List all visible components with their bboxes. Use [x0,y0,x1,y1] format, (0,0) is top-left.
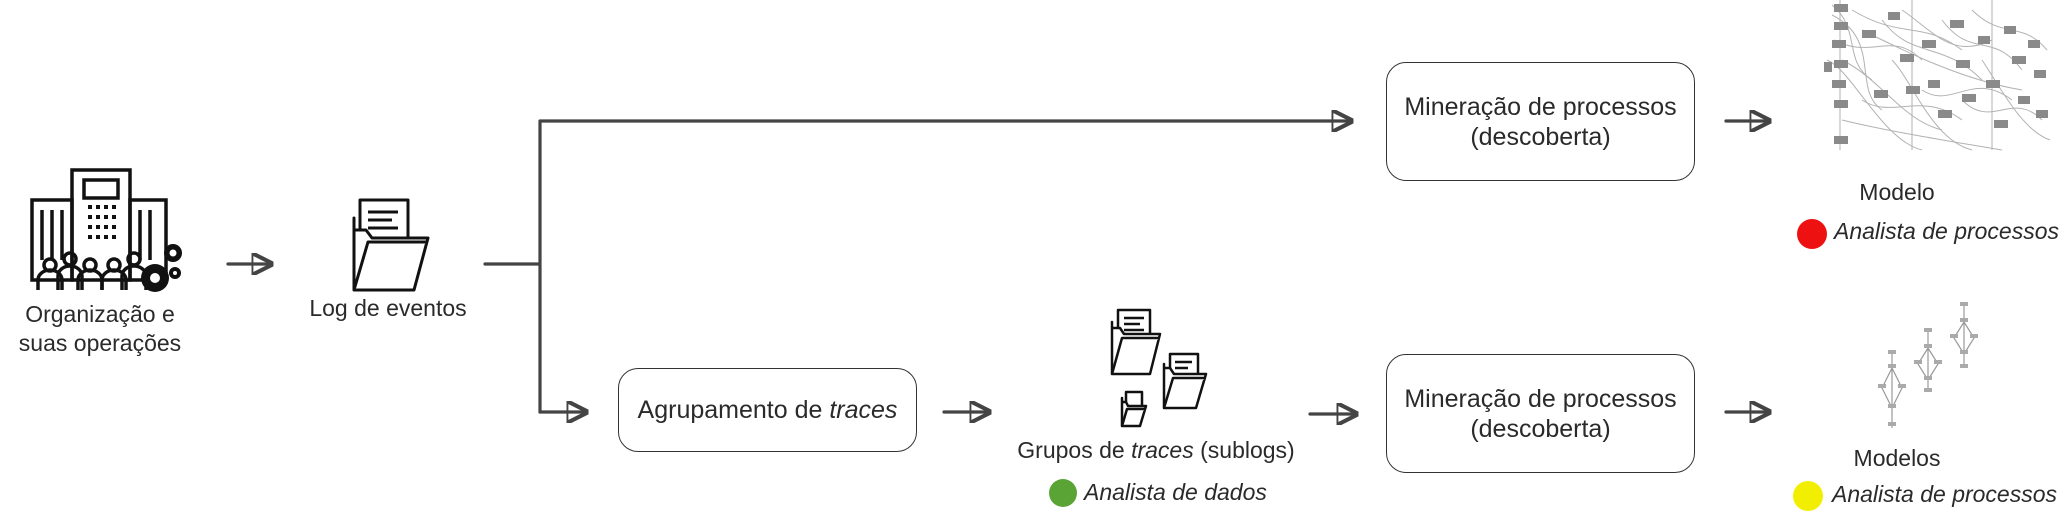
yellow-dot [1793,481,1823,511]
process-models-small-icon [1878,302,1978,428]
clustering-box: Agrupamento de traces [618,368,917,452]
sublogs-label: Grupos de traces (sublogs) [1017,437,1295,463]
models-label: Modelos [1853,445,1941,471]
role-data-analyst: Analista de dados [1084,479,1267,505]
red-dot [1797,219,1827,249]
process-model-graph-icon [1824,0,2051,151]
building-gears-icon [30,168,182,292]
green-dot [1049,479,1077,507]
organization-label: Organização e suas operações [18,301,182,356]
mining-box-top: Mineração de processos(descoberta) [1386,62,1695,181]
multiple-folders-icon [1110,308,1208,428]
model-label: Modelo [1859,179,1935,205]
role-process-analyst-top: Analista de processos [1834,218,2060,244]
branch-line [483,121,1350,414]
event-log-label: Log de eventos [309,295,467,321]
role-process-analyst-bottom: Analista de processos [1832,481,2058,507]
mining-box-bottom: Mineração de processos(descoberta) [1386,354,1695,473]
folder-documents-icon [352,198,430,292]
